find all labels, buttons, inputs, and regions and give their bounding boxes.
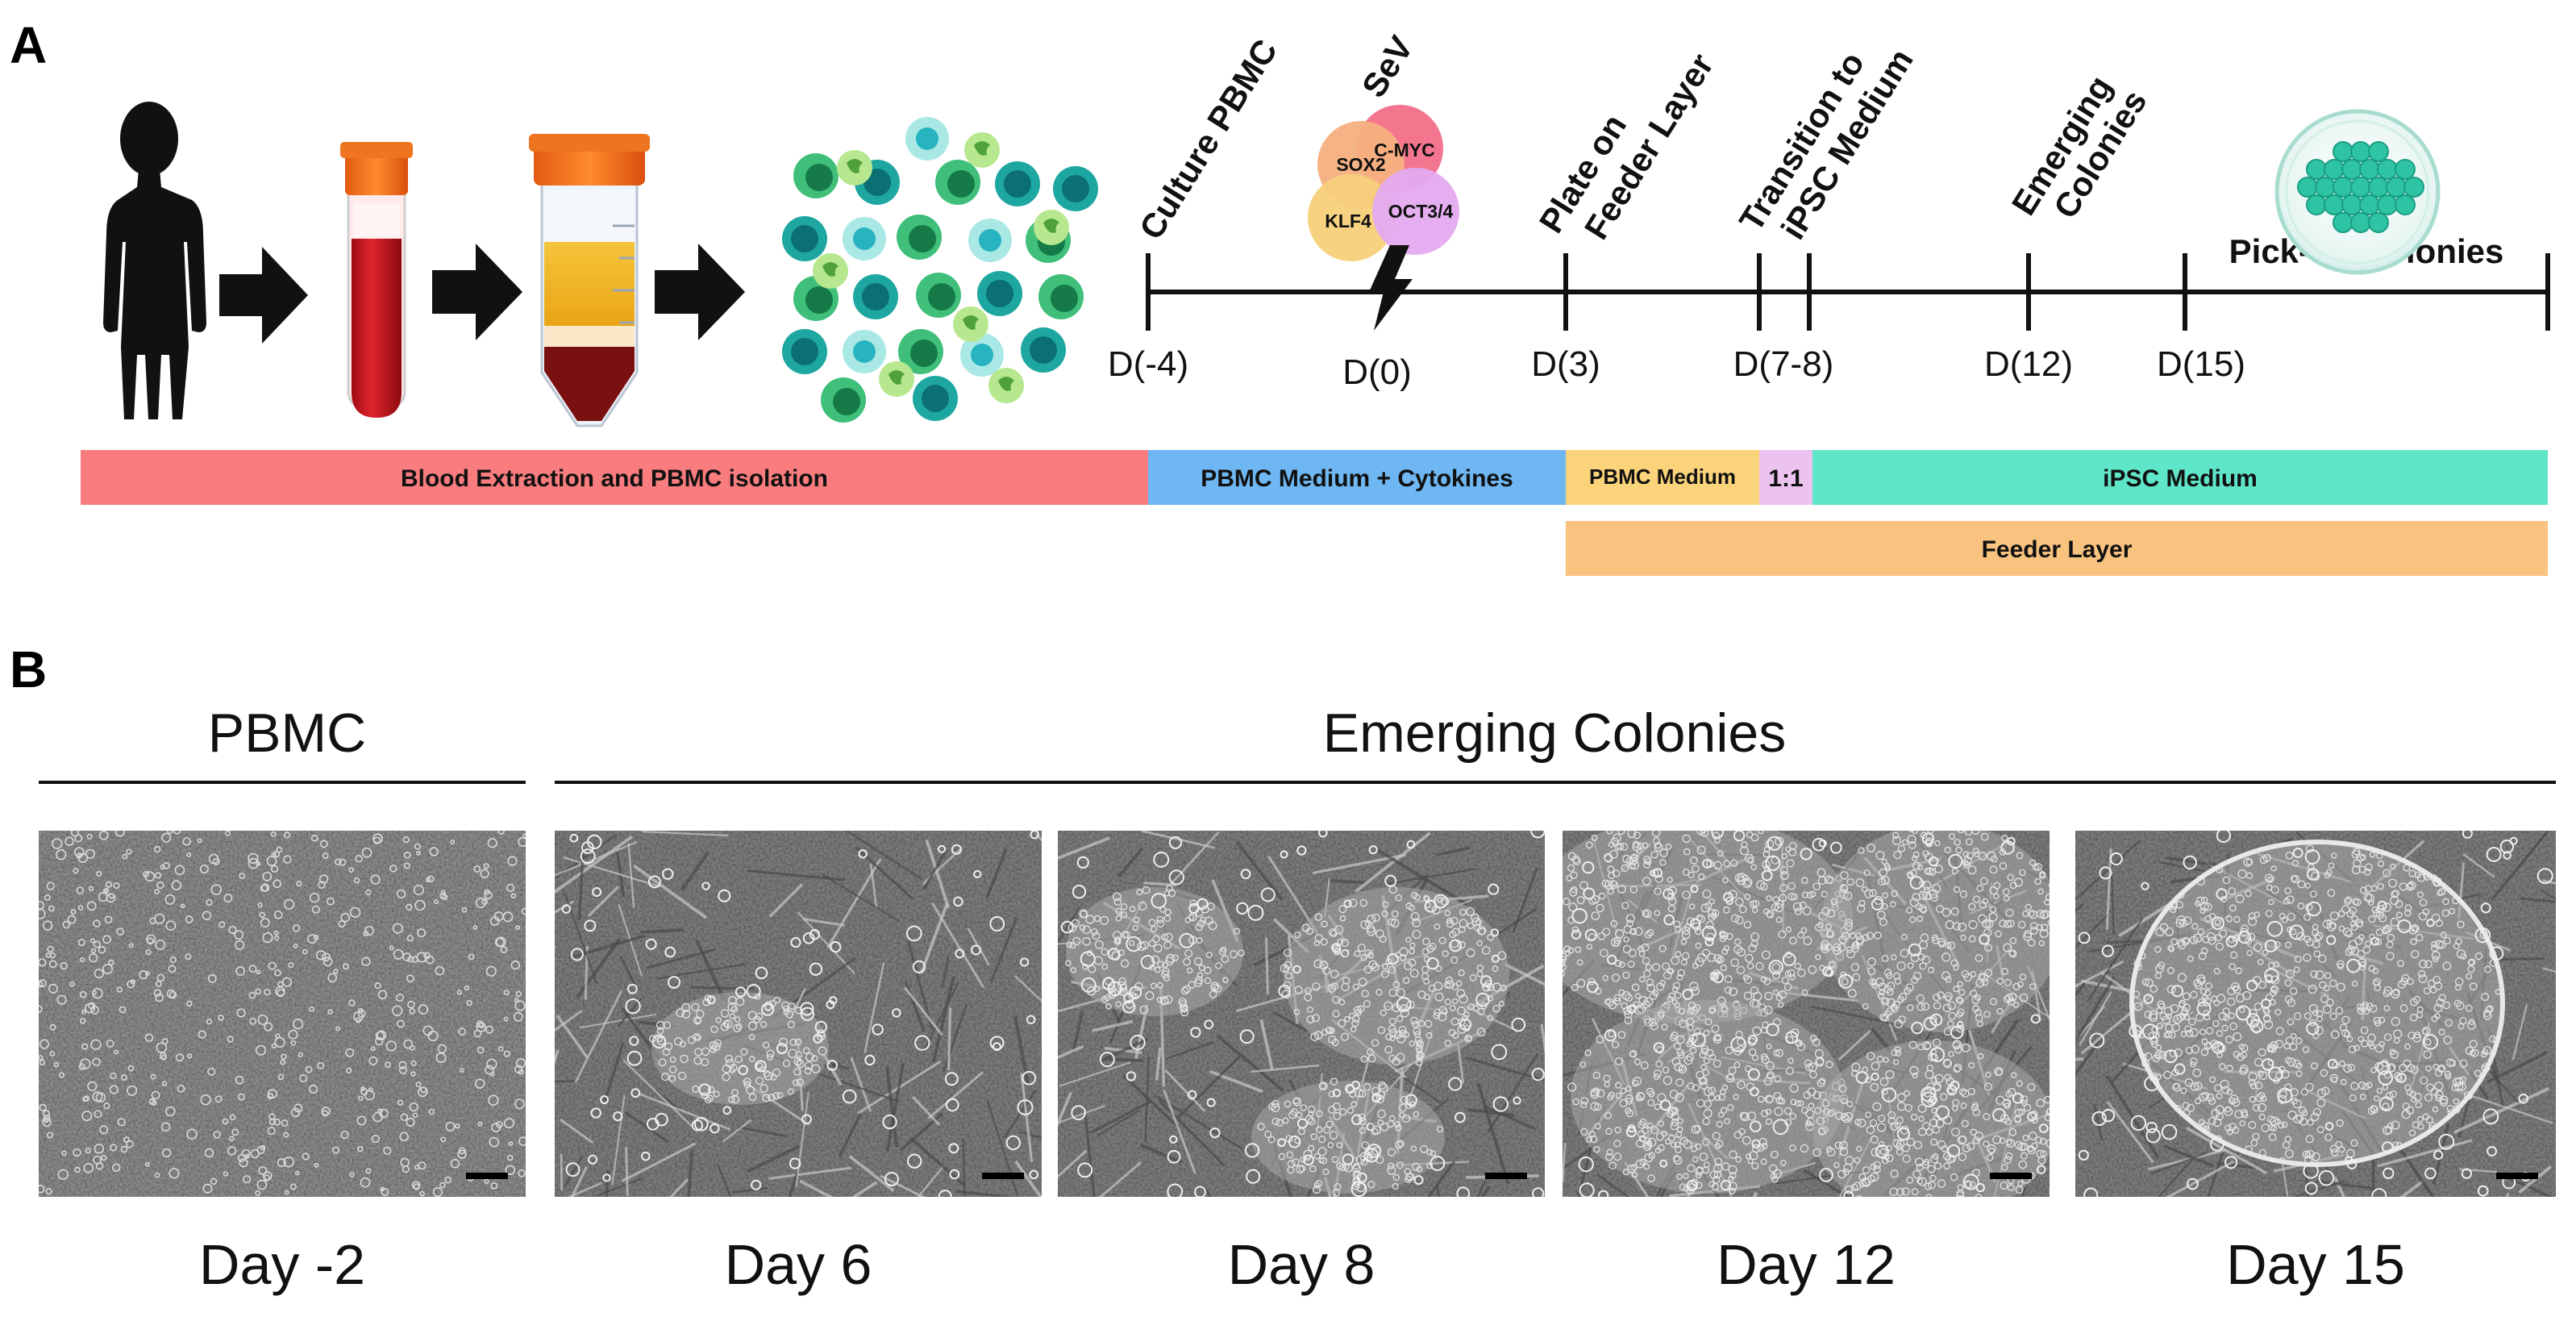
centrifuge-tube-icon <box>529 134 650 426</box>
scale-bar <box>982 1173 1024 1179</box>
timeline-day-label: D(12) <box>1984 344 2073 384</box>
bar-label-ipsc: iPSC Medium <box>2103 465 2258 492</box>
timeline-day-label: D(0) <box>1342 352 1412 392</box>
pbmc-cell <box>935 160 980 205</box>
panel-a-letter: A <box>10 16 47 74</box>
group-title-pbmc: PBMC <box>208 702 366 764</box>
pbmc-cell <box>968 219 1012 262</box>
reprogramming-factors: SOX2 C-MYC KLF4 OCT3/4 <box>1308 105 1459 331</box>
person-icon <box>103 102 206 419</box>
panel-b-letter: B <box>10 640 47 698</box>
monocyte-cell <box>879 361 914 397</box>
petri-dish-icon <box>2277 111 2438 273</box>
monocyte-cell <box>1034 210 1069 245</box>
pbmc-cell <box>853 274 898 319</box>
timeline-day-label: D(7-8) <box>1733 344 1834 384</box>
pbmc-cell <box>843 330 886 373</box>
pbmc-cell-cluster <box>782 117 1098 423</box>
pbmc-cell <box>1021 327 1066 373</box>
bar-label-ratio: 1:1 <box>1768 465 1803 492</box>
pbmc-cell <box>782 216 827 261</box>
micrograph-caption: Day 6 <box>725 1233 872 1296</box>
factor-label-oct34: OCT3/4 <box>1388 201 1454 222</box>
pbmc-cell <box>905 117 949 160</box>
micrograph-caption: Day 12 <box>1717 1233 1896 1296</box>
scale-bar <box>1990 1173 2032 1179</box>
arrow-icon-1 <box>219 247 308 344</box>
micrograph-panel <box>1013 824 1571 1278</box>
pbmc-cell <box>1038 274 1084 319</box>
micrograph-caption: Day 8 <box>1228 1233 1375 1296</box>
pbmc-cell <box>897 215 942 260</box>
factor-label-klf4: KLF4 <box>1325 210 1371 231</box>
bar-label-pbmc-medium: PBMC Medium <box>1589 465 1736 489</box>
blood-tube-icon <box>340 142 413 418</box>
micrograph-caption: Day 15 <box>2226 1233 2405 1296</box>
micrograph-row: Day -2 Day 6 Day 8 Day 12 Day 15 <box>35 812 2576 1296</box>
micrograph-caption: Day -2 <box>199 1233 365 1296</box>
monocyte-cell <box>813 253 848 289</box>
bar-label-feeder: Feeder Layer <box>1982 536 2133 563</box>
monocyte-cell <box>837 150 872 185</box>
medium-bars: Blood Extraction and PBMC isolation PBMC… <box>81 450 2548 576</box>
micrograph-panel <box>35 827 527 1197</box>
timeline-day-label: D(-4) <box>1108 344 1188 384</box>
arrow-icon-2 <box>432 244 522 340</box>
monocyte-cell <box>964 132 1000 168</box>
bar-label-cytokines: PBMC Medium + Cytokines <box>1201 465 1513 492</box>
pbmc-cell <box>793 153 839 198</box>
timeline-day-label: D(15) <box>2157 344 2245 384</box>
pbmc-cell <box>821 377 866 423</box>
group-title-emerging: Emerging Colonies <box>1323 702 1787 764</box>
monocyte-cell <box>953 306 988 342</box>
factor-label-cmyc: C-MYC <box>1374 140 1434 160</box>
monocyte-cell <box>988 368 1024 403</box>
pbmc-cell <box>843 217 886 260</box>
lightning-bolt-icon <box>1369 245 1413 331</box>
scale-bar <box>1485 1173 1527 1179</box>
pbmc-cell <box>916 273 961 318</box>
bar-label-blood: Blood Extraction and PBMC isolation <box>401 465 828 492</box>
pbmc-cell <box>977 271 1022 316</box>
pbmc-cell <box>1053 166 1098 211</box>
pbmc-cell <box>995 161 1040 206</box>
scale-bar <box>466 1173 508 1179</box>
timeline-day-label: D(3) <box>1531 344 1600 384</box>
micrograph-panel <box>512 831 1101 1273</box>
micrograph-panel <box>1529 812 2062 1251</box>
scale-bar <box>2496 1173 2538 1179</box>
timeline-event-label: Culture PBMC <box>1132 32 1284 245</box>
micrograph-panel <box>2007 829 2576 1252</box>
timeline-event-label: SeV <box>1355 30 1421 104</box>
arrow-icon-3 <box>655 244 745 340</box>
pbmc-cell <box>782 329 827 374</box>
pbmc-cell <box>913 376 958 421</box>
